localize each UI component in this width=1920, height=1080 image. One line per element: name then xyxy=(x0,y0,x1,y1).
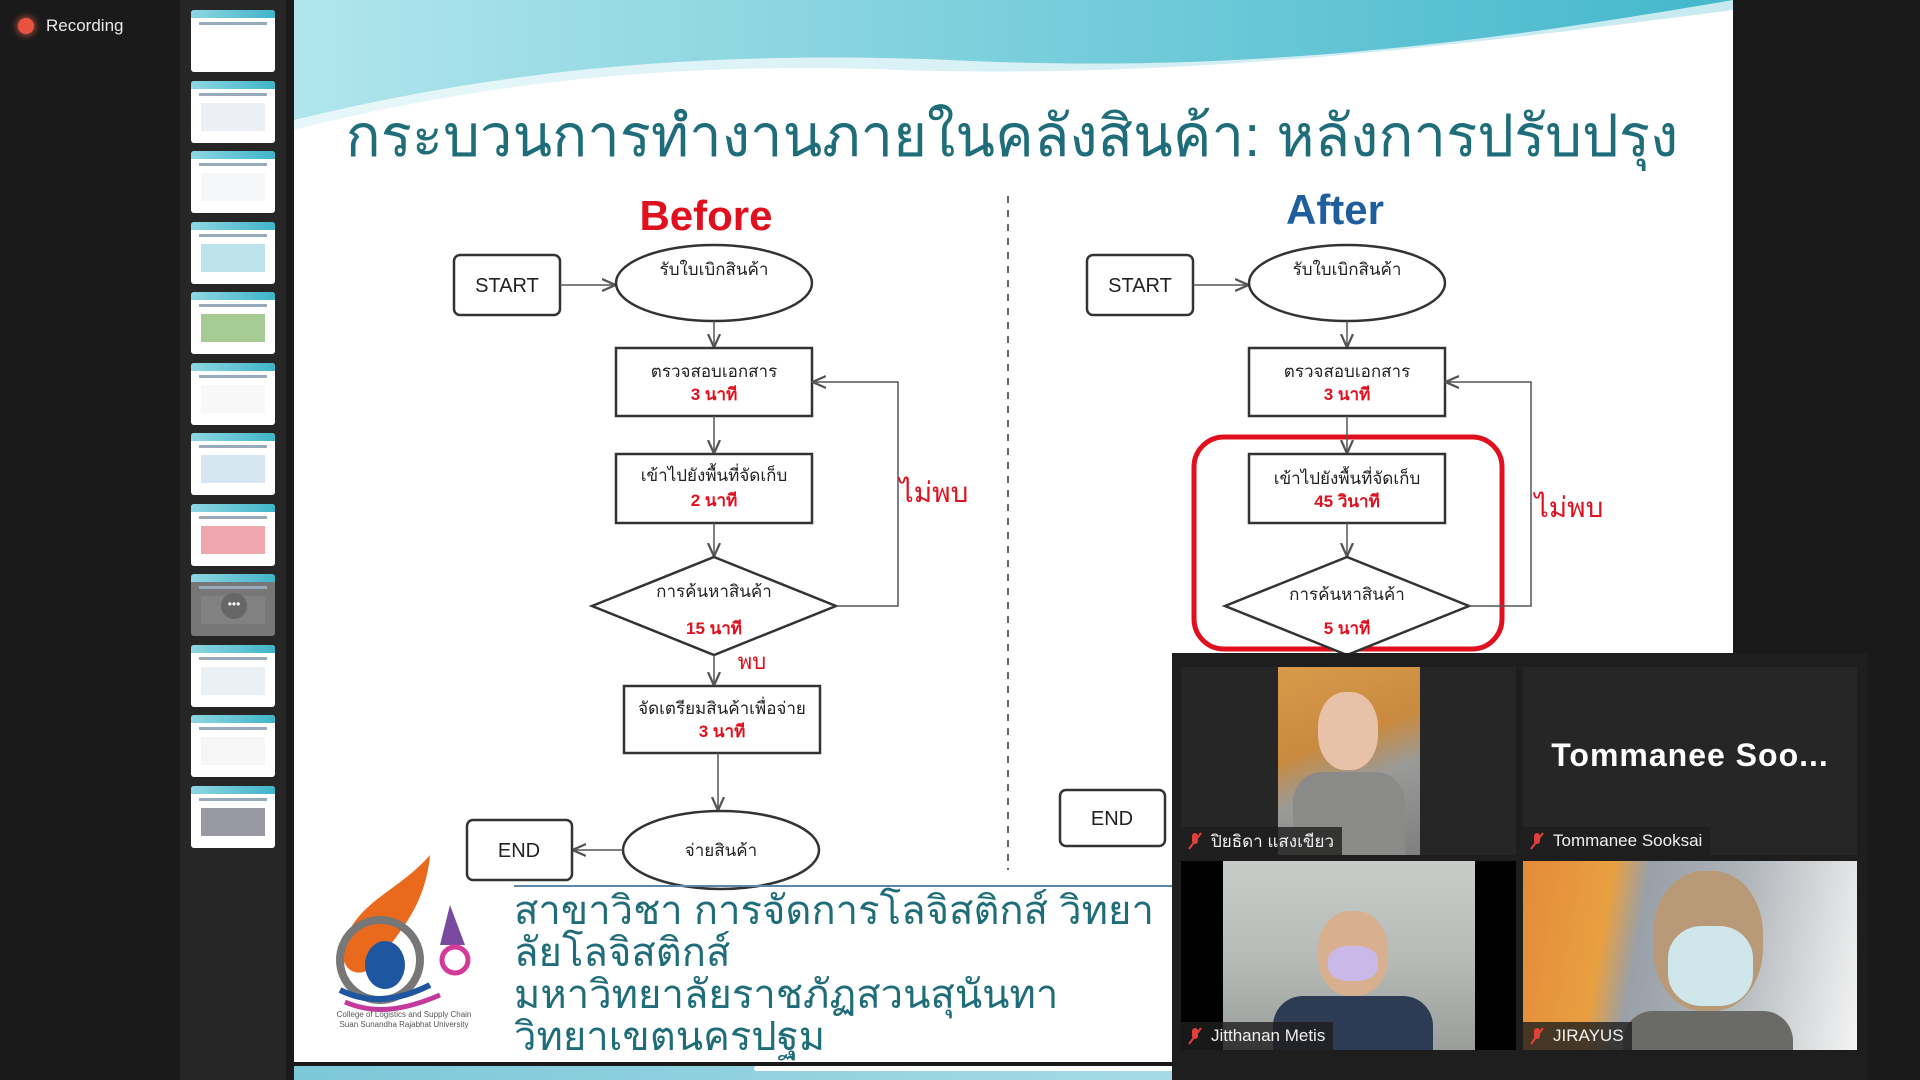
search-time: 15 นาที xyxy=(686,618,742,638)
participant-tile[interactable]: ปิยธิดา แสงเขียว xyxy=(1181,667,1516,855)
participant-name: ปิยธิดา แสงเขียว xyxy=(1211,831,1335,851)
logo-text-2: Suan Sunandha Rajabhat University xyxy=(340,1020,469,1029)
receive-label: รับใบเบิกสินค้า xyxy=(660,259,769,279)
participant-video xyxy=(1278,667,1420,855)
participant-tile[interactable]: JIRAYUS xyxy=(1523,861,1857,1050)
more-options-icon[interactable]: ••• xyxy=(221,593,247,619)
slide-title: กระบวนการทำงานภายในคลังสินค้า: หลังการปร… xyxy=(346,103,1679,172)
slide-thumbnail-strip[interactable]: ••• xyxy=(180,0,286,1080)
found-label: พบ xyxy=(738,649,766,674)
not-found-label: ไม่พบ xyxy=(898,477,969,508)
go-storage-label: เข้าไปยังพื้นที่จัดเก็บ xyxy=(1274,466,1421,488)
check-doc-time: 3 นาที xyxy=(691,384,738,404)
slide-thumbnail[interactable] xyxy=(191,503,275,566)
slide-thumbnail[interactable] xyxy=(191,433,275,495)
go-storage-time: 2 นาที xyxy=(691,490,738,510)
participant-name: Tommanee Sooksai xyxy=(1553,831,1703,850)
participant-name: Jitthanan Metis xyxy=(1211,1026,1326,1045)
check-doc-box xyxy=(1247,346,1447,418)
prepare-time: 3 นาที xyxy=(699,721,746,741)
slide-thumbnail[interactable] xyxy=(191,785,275,848)
muted-mic-icon xyxy=(1529,1026,1545,1046)
go-storage-label: เข้าไปยังพื้นที่จัดเก็บ xyxy=(641,463,788,485)
slide-thumbnail[interactable] xyxy=(191,221,275,284)
participant-name-bar: JIRAYUS xyxy=(1523,1022,1632,1050)
receive-oval xyxy=(1247,243,1447,323)
search-label: การค้นหาสินค้า xyxy=(656,582,772,601)
check-doc-time: 3 นาที xyxy=(1324,384,1371,404)
recording-indicator[interactable]: Recording xyxy=(18,16,124,36)
before-heading: Before xyxy=(639,192,772,239)
slide-thumbnail[interactable] xyxy=(191,644,275,707)
slide-thumbnail[interactable] xyxy=(191,362,275,425)
muted-mic-icon xyxy=(1187,1026,1203,1046)
slide-canvas: กระบวนการทำงานภายในคลังสินค้า: หลังการปร… xyxy=(294,0,1733,1029)
participant-name-bar: Tommanee Sooksai xyxy=(1523,827,1711,855)
footer-line-1: สาขาวิชา การจัดการโลจิสติกส์ วิทยาลัยโลจ… xyxy=(514,889,1154,975)
end-box xyxy=(1058,788,1167,848)
header-wave-white xyxy=(294,0,1733,140)
go-storage-box xyxy=(1247,452,1447,525)
college-logo: College of Logistics and Supply Chain Su… xyxy=(336,855,472,1029)
check-doc-label: ตรวจสอบเอกสาร xyxy=(651,362,777,381)
search-time: 5 นาที xyxy=(1324,618,1371,638)
recording-label: Recording xyxy=(46,16,124,35)
before-flowchart: START รับใบเบิกสินค้า ตรวจสอบเอกสาร 3 นา… xyxy=(452,243,969,891)
slide-thumbnail[interactable] xyxy=(191,151,275,213)
start-label: START xyxy=(475,275,539,297)
slide-thumbnail[interactable]: ••• xyxy=(191,574,275,636)
prepare-box xyxy=(622,684,822,755)
participant-video xyxy=(1223,861,1475,1050)
participant-display-name: Tommanee Soo... xyxy=(1551,737,1829,773)
recording-dot-icon xyxy=(18,18,34,34)
participant-name-bar: Jitthanan Metis xyxy=(1181,1022,1334,1050)
prepare-label: จัดเตรียมสินค้าเพื่อจ่าย xyxy=(638,696,806,718)
slide-thumbnail[interactable] xyxy=(191,80,275,143)
participant-tile[interactable]: Jitthanan Metis xyxy=(1181,861,1516,1050)
receive-label: รับใบเบิกสินค้า xyxy=(1293,259,1402,279)
end-box xyxy=(465,818,574,882)
participant-name-bar: ปิยธิดา แสงเขียว xyxy=(1181,827,1343,855)
check-doc-box xyxy=(614,346,814,418)
participant-video-panel: ปิยธิดา แสงเขียว Tommanee Soo... Tommane… xyxy=(1172,653,1867,1080)
search-diamond xyxy=(1221,555,1473,657)
participant-tile[interactable]: Tommanee Soo... Tommanee Sooksai xyxy=(1523,667,1857,855)
search-label: การค้นหาสินค้า xyxy=(1289,585,1405,604)
after-heading: After xyxy=(1286,186,1384,233)
receive-oval xyxy=(614,243,814,323)
slide-thumbnail[interactable] xyxy=(191,715,275,777)
slide-footer: สาขาวิชา การจัดการโลจิสติกส์ วิทยาลัยโลจ… xyxy=(514,890,1154,1058)
participant-video xyxy=(1523,861,1857,1050)
end-label: END xyxy=(498,840,540,862)
end-label: END xyxy=(1091,808,1133,830)
slide-thumbnail[interactable] xyxy=(191,292,275,354)
shared-slide: กระบวนการทำงานภายในคลังสินค้า: หลังการปร… xyxy=(294,0,1733,1062)
search-diamond xyxy=(588,555,840,657)
logo-text-1: College of Logistics and Supply Chain xyxy=(337,1010,472,1019)
muted-mic-icon xyxy=(1187,831,1203,851)
after-flowchart: START รับใบเบิกสินค้า ตรวจสอบเอกสาร 3 นา… xyxy=(1058,243,1604,848)
not-found-label: ไม่พบ xyxy=(1533,492,1604,523)
start-label: START xyxy=(1108,275,1172,297)
check-doc-label: ตรวจสอบเอกสาร xyxy=(1284,362,1410,381)
go-storage-box xyxy=(614,452,814,525)
muted-mic-icon xyxy=(1529,831,1545,851)
go-storage-time: 45 วินาที xyxy=(1314,491,1380,511)
slide-thumbnail[interactable] xyxy=(191,10,275,72)
footer-line-2: มหาวิทยาลัยราชภัฏสวนสุนันทา วิทยาเขตนครป… xyxy=(514,973,1059,1059)
participant-name: JIRAYUS xyxy=(1553,1026,1624,1045)
dispatch-label: จ่ายสินค้า xyxy=(685,841,757,860)
